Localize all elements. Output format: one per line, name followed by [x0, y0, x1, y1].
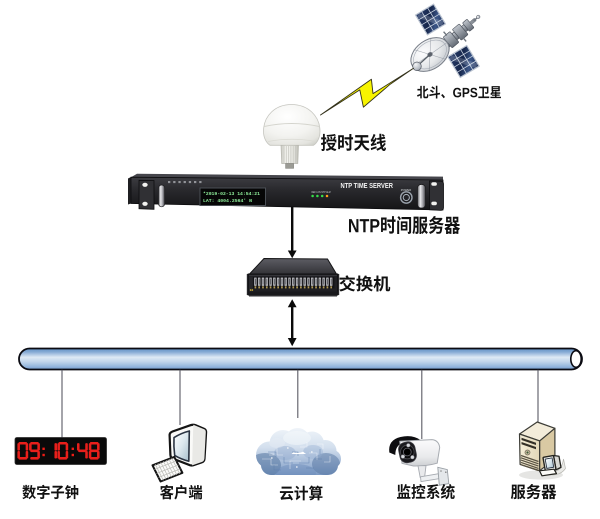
- svg-text:REF LOS NTP ALM: REF LOS NTP ALM: [312, 190, 332, 194]
- svg-text:LAT: 4004.2564' N: LAT: 4004.2564' N: [203, 198, 252, 204]
- svg-text:NTP TIME SERVER: NTP TIME SERVER: [341, 183, 394, 190]
- svg-text:*2019-02-13 14:54:21: *2019-02-13 14:54:21: [203, 191, 260, 197]
- svg-text:POWER: POWER: [401, 188, 412, 192]
